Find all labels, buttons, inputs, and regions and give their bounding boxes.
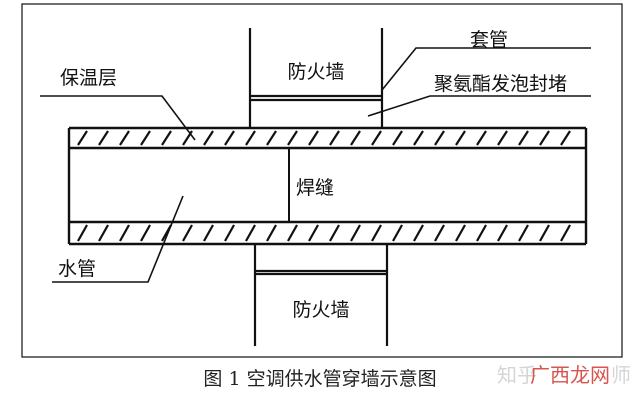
hatch-line [224, 224, 235, 242]
watermark-brand: 广西龙网 [530, 363, 610, 387]
leader-lines [40, 47, 591, 283]
hatch-line [371, 224, 382, 242]
hatch-line [245, 130, 256, 146]
insulation-hatch-top [77, 130, 571, 146]
hatch-line [350, 224, 361, 242]
hatch-line [392, 224, 403, 242]
hatch-line [518, 224, 529, 242]
hatch-line [203, 130, 214, 146]
hatch-line [140, 130, 151, 146]
hatch-line [161, 130, 172, 146]
label-water-pipe: 水管 [58, 258, 96, 280]
hatch-line [371, 130, 382, 146]
label-foam-seal: 聚氨酯发泡封堵 [434, 73, 567, 95]
insulation-hatch-bottom [77, 224, 571, 242]
hatch-line [539, 130, 550, 146]
label-weld-seam: 焊缝 [296, 177, 334, 199]
watermark-suffix: 师 [611, 363, 631, 387]
fire-wall-bottom [253, 244, 389, 346]
hatch-line [434, 224, 445, 242]
hatch-line [560, 130, 571, 146]
hatch-line [497, 224, 508, 242]
hatch-line [497, 130, 508, 146]
figure-caption: 图 1 空调供水管穿墙示意图 [203, 368, 436, 390]
hatch-line [224, 130, 235, 146]
hatch-line [287, 224, 298, 242]
hatch-line [455, 224, 466, 242]
hatch-line [455, 130, 466, 146]
hatch-line [98, 130, 109, 146]
hatch-line [518, 130, 529, 146]
hatch-line [329, 130, 340, 146]
label-insulation: 保温层 [60, 67, 117, 89]
hatch-line [476, 130, 487, 146]
hatch-line [77, 130, 88, 146]
hatch-line [119, 130, 130, 146]
diagram-frame [21, 3, 623, 358]
water-pipe-body [67, 126, 588, 246]
label-sleeve: 套管 [470, 29, 508, 51]
hatch-line [392, 130, 403, 146]
hatch-line [539, 224, 550, 242]
label-fire-wall-bottom: 防火墙 [292, 299, 349, 321]
hatch-line [434, 130, 445, 146]
hatch-line [560, 224, 571, 242]
watermark-prefix: 知乎 [497, 363, 537, 387]
hatch-line [77, 224, 88, 242]
hatch-line [245, 224, 256, 242]
hatch-line [350, 130, 361, 146]
hatch-line [119, 224, 130, 242]
label-fire-wall-top: 防火墙 [287, 61, 344, 83]
hatch-line [182, 224, 193, 242]
hatch-line [308, 130, 319, 146]
hatch-line [413, 130, 424, 146]
hatch-line [266, 224, 277, 242]
hatch-line [266, 130, 277, 146]
hatch-line [287, 130, 298, 146]
hatch-line [140, 224, 151, 242]
hatch-line [476, 224, 487, 242]
hatch-line [308, 224, 319, 242]
hatch-line [329, 224, 340, 242]
hatch-line [413, 224, 424, 242]
hatch-line [98, 224, 109, 242]
hatch-line [203, 224, 214, 242]
